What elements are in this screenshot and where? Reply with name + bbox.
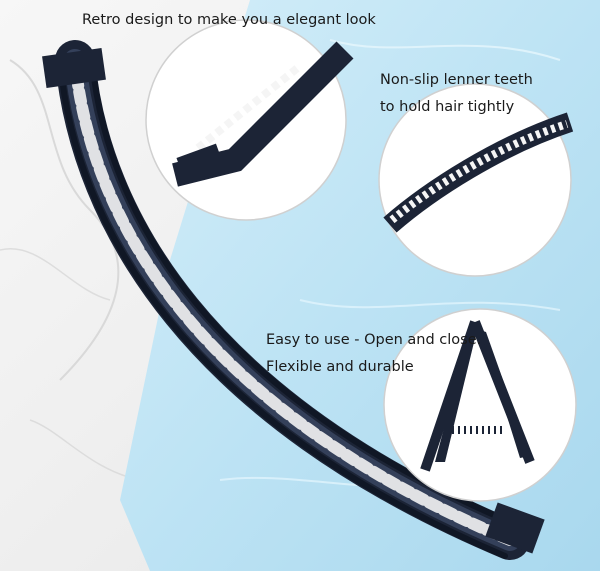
feature-easy-line-1: Easy to use - Open and close. (266, 332, 482, 348)
detail-circle-teeth (378, 83, 574, 277)
feature-teeth-line-2: to hold hair tightly (380, 99, 515, 115)
feature-easy-line-2: Flexible and durable (266, 359, 414, 375)
detail-circle-open-close (383, 308, 577, 502)
detail-circle-clasp (145, 19, 354, 221)
feature-teeth-line-1: Non-slip lenner teeth (380, 72, 533, 88)
feature-retro-design: Retro design to make you a elegant look (82, 12, 376, 28)
banana-clip (42, 40, 545, 560)
